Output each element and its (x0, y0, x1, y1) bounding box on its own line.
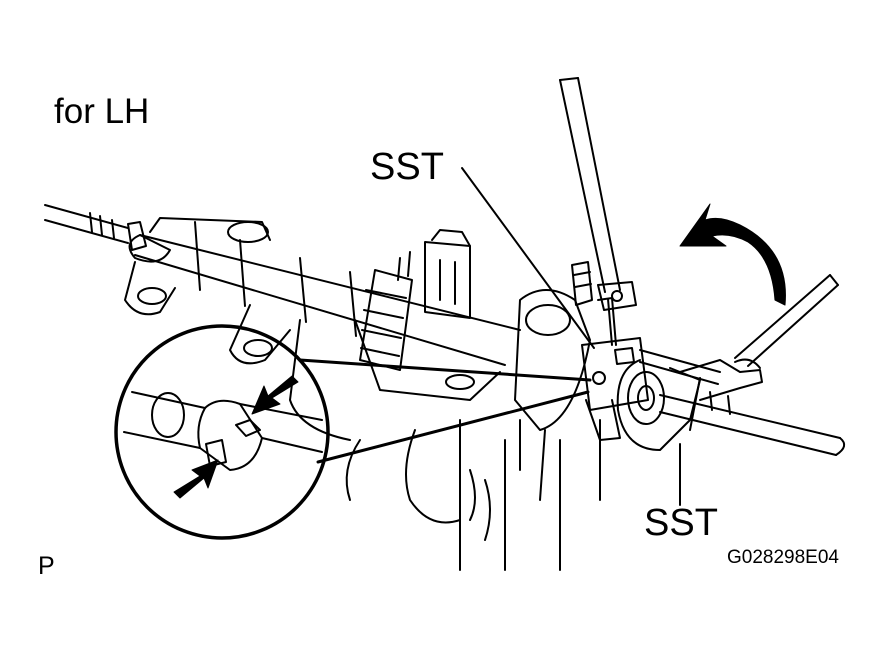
view-label: for LH (54, 92, 150, 131)
sst-callout-bottom: SST (644, 502, 718, 544)
figure-code: G028298E04 (727, 547, 839, 568)
tie-rod-right (639, 349, 721, 385)
pinion-housing (514, 261, 593, 501)
detail-magnifier (114, 324, 592, 540)
sst-callout-top: SST (370, 146, 444, 188)
detail-shaft (123, 391, 323, 471)
mounting-bracket (424, 229, 471, 319)
tie-rod-left (44, 204, 147, 251)
pointer-arrow-icon (173, 375, 299, 499)
rack-boot (359, 251, 413, 371)
sst-handle (659, 274, 846, 456)
sst-leader-lines (461, 167, 681, 506)
lower-crossmember (345, 419, 601, 571)
sst-wrench (616, 358, 763, 451)
corner-mark: P (38, 552, 55, 580)
steering-rack-housing (124, 217, 521, 441)
sst-plate-tool (581, 297, 649, 441)
sst-upper-rod (559, 77, 637, 311)
rotation-arrow-icon (679, 203, 786, 306)
